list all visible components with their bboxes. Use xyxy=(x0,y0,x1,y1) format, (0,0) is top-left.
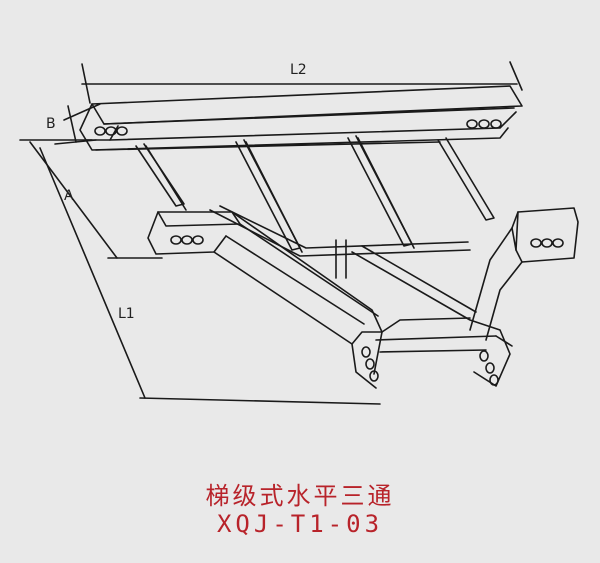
main-tray xyxy=(79,85,523,151)
tee-drawing: L2 B A L1 xyxy=(19,61,579,405)
label-a: A xyxy=(64,188,74,204)
dimension-b xyxy=(54,103,101,145)
caption-code: XQJ-T1-03 xyxy=(216,510,384,538)
label-b: B xyxy=(46,116,56,132)
dimension-l2 xyxy=(81,61,523,104)
junction-slots xyxy=(479,350,499,386)
label-l2: L2 xyxy=(290,62,307,78)
front-end-slots xyxy=(361,346,379,382)
junction xyxy=(351,245,513,387)
right-branch xyxy=(469,207,579,341)
caption-title: 梯级式水平三通 xyxy=(205,482,395,510)
dimension-a xyxy=(19,139,163,259)
main-tray-left-slots xyxy=(94,126,128,136)
right-branch-slots xyxy=(530,238,564,248)
left-branch-slots xyxy=(170,235,204,245)
dimension-l1 xyxy=(39,147,381,405)
label-l1: L1 xyxy=(118,306,135,322)
rungs xyxy=(135,135,495,253)
left-branch xyxy=(147,211,383,389)
main-tray-right-slots xyxy=(466,119,502,129)
inner-rail xyxy=(209,205,471,279)
